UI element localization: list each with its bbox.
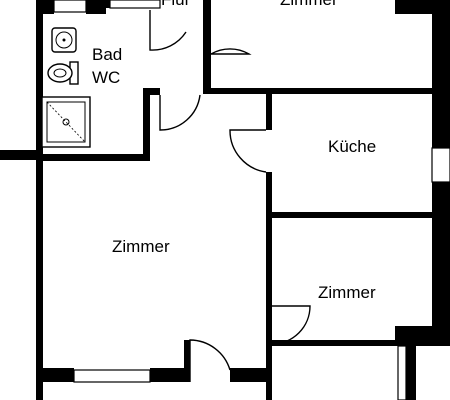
wall-left-fragment [0, 150, 38, 160]
wall-flur-door-post [150, 88, 160, 95]
wall-topzimmer-bottom [203, 88, 450, 94]
label-zimmer-right: Zimmer [318, 283, 376, 302]
wall-bottom-door-post [184, 340, 190, 382]
wall-kitchen-left-top [266, 88, 272, 130]
label-zimmer-top: Zimmer [280, 0, 338, 9]
wall-right-zimmer-bottom [266, 340, 406, 346]
wall-main-left [36, 154, 43, 400]
room-labels: Flur Zimmer Bad WC Küche Zimmer Zimmer [92, 0, 376, 302]
wall-outer-right-top [432, 0, 450, 148]
windows [53, 0, 450, 400]
wall-bath-bottom [36, 154, 150, 161]
window-bottom-left [73, 369, 151, 383]
label-zimmer-main: Zimmer [112, 237, 170, 256]
wall-top-bath-right [86, 0, 106, 14]
toilet-icon [47, 61, 79, 85]
wall-outer-right-mid [432, 182, 450, 334]
washbasin-icon [51, 27, 77, 53]
door-flur-main [159, 94, 201, 131]
wall-right-zimmer-left-bottom [266, 300, 272, 346]
wall-bottom-left [36, 368, 74, 382]
wall-kitchen-left-bottom [266, 172, 272, 218]
doors [149, 10, 311, 382]
window-bath-top [53, 0, 87, 13]
door-kitchen [229, 129, 267, 173]
wall-right-zimmer-left-top [266, 212, 272, 306]
label-flur: Flur [161, 0, 191, 9]
door-zimmer-right [271, 305, 311, 345]
label-wc: WC [92, 68, 120, 87]
wall-bottom-right [230, 368, 272, 382]
wall-bath-right [143, 88, 150, 160]
door-entrance [189, 339, 231, 382]
door-zimmer-top [210, 48, 252, 55]
wall-flur-top-left [106, 0, 110, 8]
wall-bottom-outer-left [36, 382, 43, 400]
shower-icon [41, 96, 91, 148]
wall-kitchen-bottom [266, 212, 450, 218]
door-flur-top [149, 10, 187, 51]
label-kueche: Küche [328, 137, 376, 156]
wall-bath-left [36, 0, 43, 160]
label-bad: Bad [92, 45, 122, 64]
wall-bottom-stub [266, 340, 272, 400]
window-flur-top [109, 0, 161, 9]
wall-balcony-post [406, 340, 416, 400]
bathroom-fixtures [41, 27, 91, 148]
wall-flur-right [203, 0, 211, 88]
wall-bottom-mid [150, 368, 190, 382]
window-balcony [397, 345, 407, 400]
window-kitchen-right [431, 147, 450, 183]
